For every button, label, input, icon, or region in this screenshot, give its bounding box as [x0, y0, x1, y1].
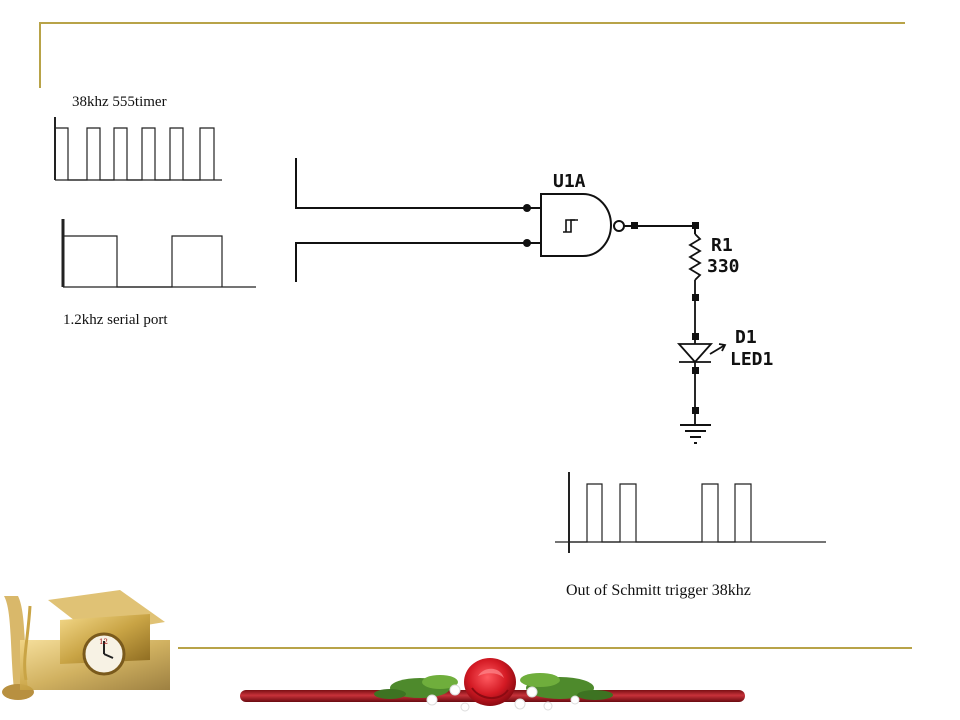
led-ref-label: D1	[735, 327, 757, 348]
ground-icon	[680, 424, 711, 444]
graduation-cap-clock-icon: 12	[2, 590, 170, 700]
resistor-value-label: 330	[707, 256, 740, 277]
schmitt-output-label: Out of Schmitt trigger 38khz	[566, 582, 751, 599]
rose-flower-divider-icon	[240, 658, 745, 712]
input-node-b	[523, 239, 531, 247]
gate-ref-label: U1A	[553, 171, 586, 192]
r1-bottom-node	[692, 294, 699, 301]
nand-schmitt-gate	[540, 193, 625, 257]
input-node-a	[523, 204, 531, 212]
led-bottom-node	[692, 367, 699, 374]
led-value-label: LED1	[730, 349, 773, 370]
r1-top-node	[692, 222, 699, 229]
svg-text:12: 12	[99, 638, 108, 646]
serial-waveform-label: 1.2khz serial port	[63, 312, 168, 328]
timer-waveform-label: 38khz 555timer	[72, 94, 167, 110]
waveform-schmitt-output	[555, 472, 826, 553]
schematic-inputs	[295, 158, 541, 282]
resistor-ref-label: R1	[711, 235, 733, 256]
waveform-timer-38khz	[54, 117, 222, 181]
ground-node	[692, 407, 699, 414]
output-node	[631, 222, 638, 229]
waveform-serial-1-2khz	[61, 219, 256, 288]
resistor-r1	[688, 233, 702, 336]
led-d1	[676, 336, 727, 425]
